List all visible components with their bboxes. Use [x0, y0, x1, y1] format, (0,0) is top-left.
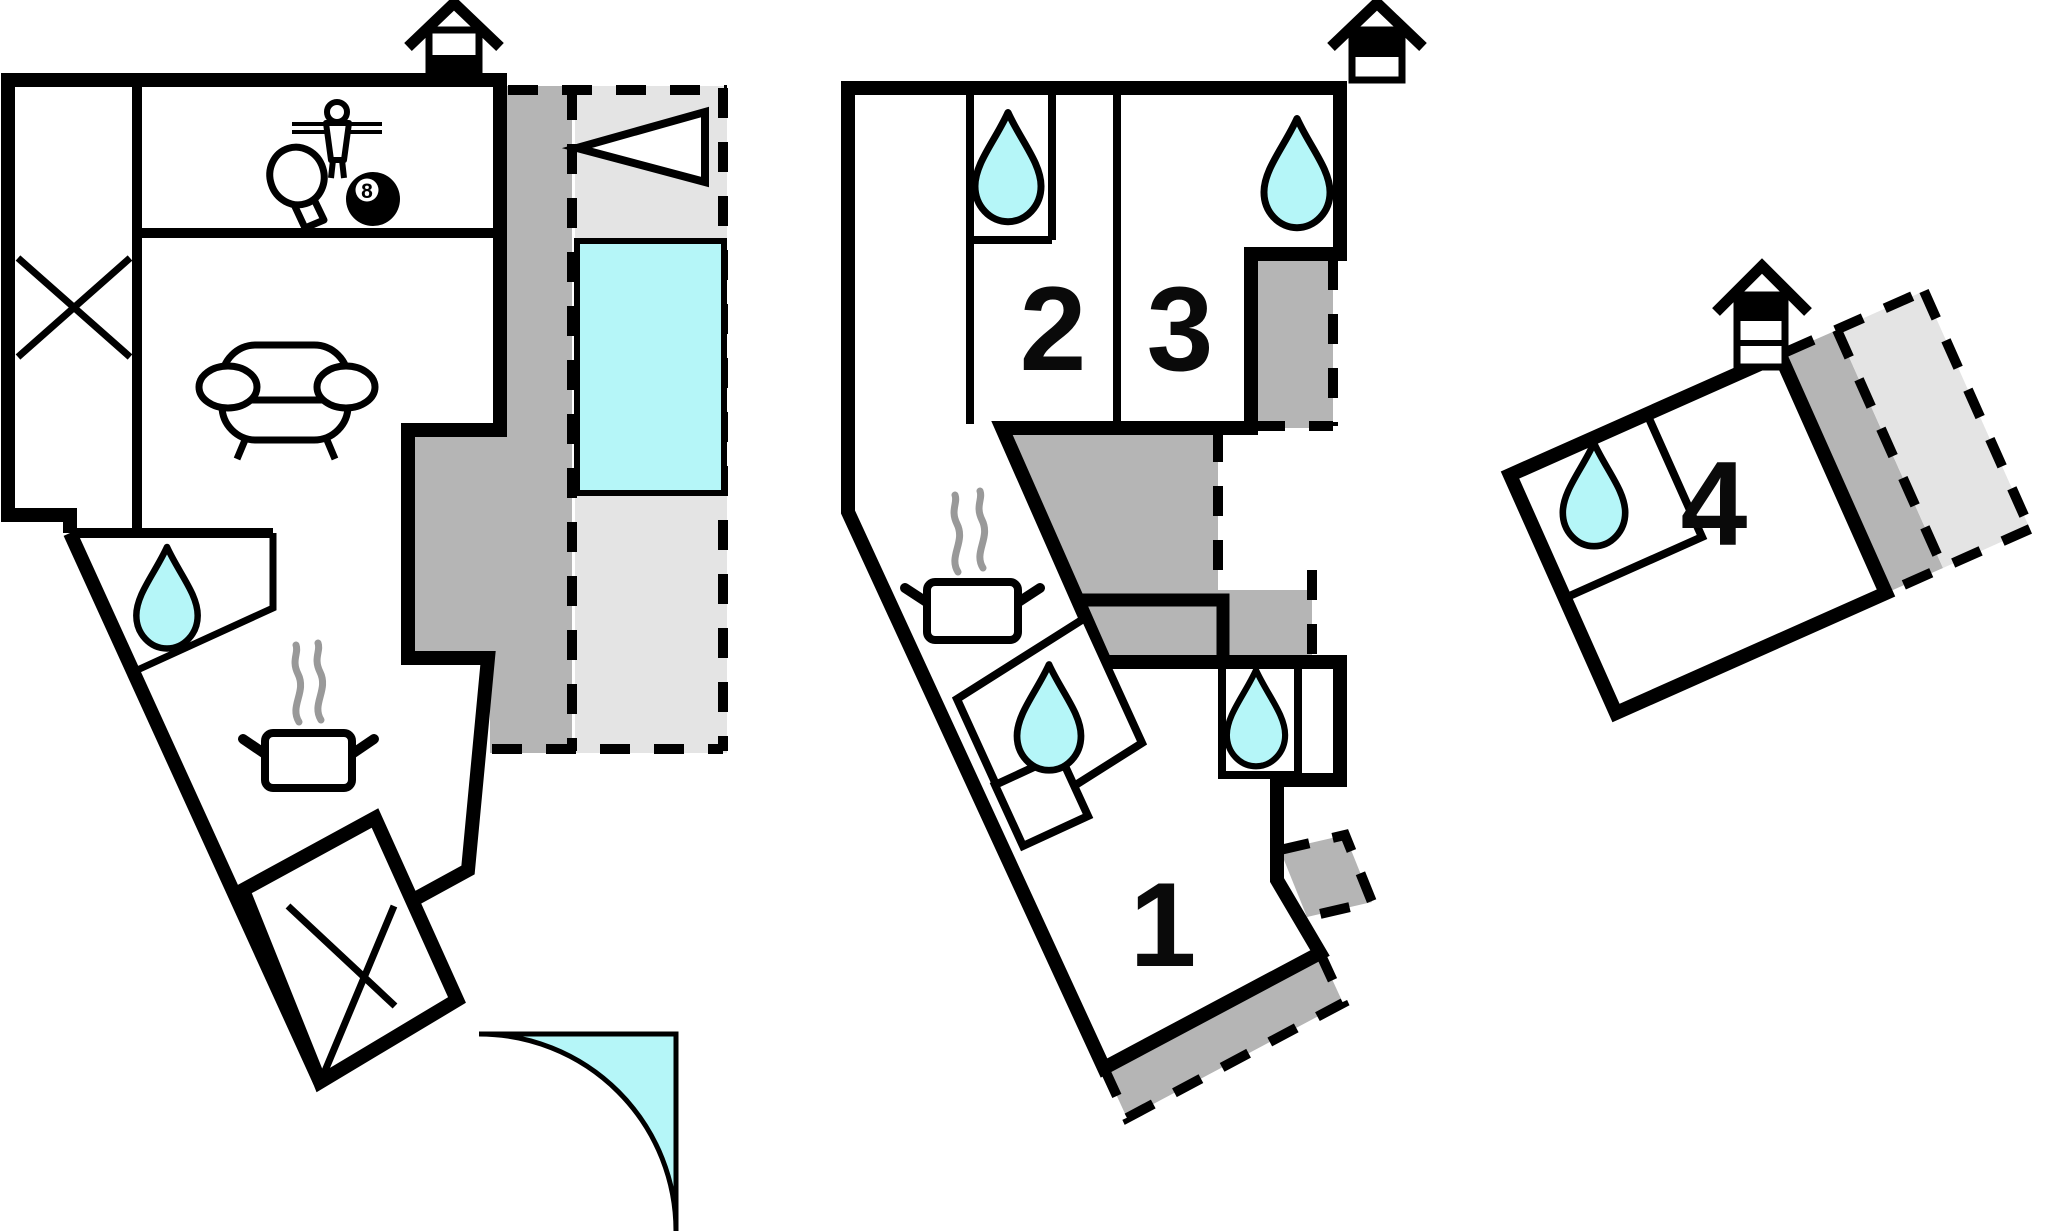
- building-middle: 2 3 1: [841, 0, 1427, 1125]
- dashed-strip-top: [1783, 286, 1927, 357]
- table-tennis-paddle-icon: [266, 143, 328, 232]
- house-roof: [404, 0, 504, 51]
- billiard-8-ball-icon: 8: [346, 172, 400, 226]
- cross-line: [15, 255, 133, 360]
- room-label-1: 1: [1130, 858, 1197, 992]
- steam-curl: [950, 491, 964, 576]
- house-level-icon: [1327, 0, 1427, 84]
- terrace-corridor-dark: [405, 86, 572, 753]
- corridor-wall: [1078, 593, 1230, 662]
- room4-bathroom-walls: [1563, 412, 1708, 602]
- house-roof: [1327, 0, 1427, 51]
- dashed-strip-bottom: [1887, 524, 2033, 596]
- foosball-player-icon: [292, 99, 382, 179]
- house-box-level-dark: [1349, 27, 1405, 57]
- room-label-3: 3: [1147, 262, 1214, 396]
- pot-body: [261, 729, 356, 792]
- cross-line: [285, 903, 398, 1009]
- balcony-dark: [1255, 258, 1333, 428]
- house-level-icon: [1712, 258, 1812, 371]
- foosball-player-body: [323, 120, 352, 163]
- dashed-terrace-small: [1278, 829, 1379, 922]
- dashed-terrace-strip: [1099, 950, 1350, 1125]
- building-right: 4: [1500, 258, 2035, 723]
- foosball-player-legs: [328, 159, 347, 179]
- steam-curl: [313, 639, 327, 724]
- cross-line: [318, 904, 398, 1080]
- house-level-icon: [404, 0, 504, 84]
- dashed-strip-middle: [1832, 327, 1948, 571]
- terrace-strip: [1104, 953, 1343, 1118]
- dashed-strip-right: [1919, 288, 2035, 532]
- sofa-legs: [233, 438, 339, 461]
- sofa-arm-right: [313, 362, 379, 412]
- ball-number-circle: [355, 178, 379, 202]
- room2-bathroom-wall: [970, 92, 1056, 244]
- house-box-level-dark: [1734, 292, 1788, 321]
- sofa-arm-left: [195, 362, 261, 412]
- house-roof: [1712, 258, 1812, 316]
- steam-curl: [291, 641, 305, 726]
- room1-bathroom2-walls: [1218, 664, 1302, 779]
- bathroom-wall-side: [131, 533, 277, 676]
- foosball-player-head: [324, 99, 350, 125]
- cooking-pot-icon: [238, 729, 379, 792]
- door-swing-arc-icon: [478, 1031, 679, 1231]
- cross-symbol-icon: [15, 255, 133, 360]
- paddle-blade: [266, 143, 328, 209]
- outer-wall: [1, 73, 507, 906]
- bay-room-outline: [234, 808, 466, 1093]
- pot-body: [923, 578, 1022, 644]
- terrace-small: [1280, 835, 1372, 917]
- house-box-level-dark: [426, 55, 482, 83]
- room-label-4: 4: [1681, 437, 1748, 571]
- ball-number: 8: [361, 180, 373, 203]
- pool-icon: [574, 238, 727, 496]
- sofa-icon: [195, 341, 379, 461]
- steam-icon: [291, 639, 327, 726]
- cooking-pot-icon: [900, 578, 1045, 644]
- cross-symbol-icon: [285, 903, 398, 1080]
- steam-curl: [975, 487, 989, 572]
- triangle-marker-icon: [561, 106, 709, 188]
- terrace-dark: [1780, 330, 1943, 593]
- room-label-2: 2: [1020, 262, 1087, 396]
- building-left: 8: [1, 0, 728, 1231]
- steam-icon: [950, 487, 989, 576]
- terrace-light: [1837, 291, 2030, 568]
